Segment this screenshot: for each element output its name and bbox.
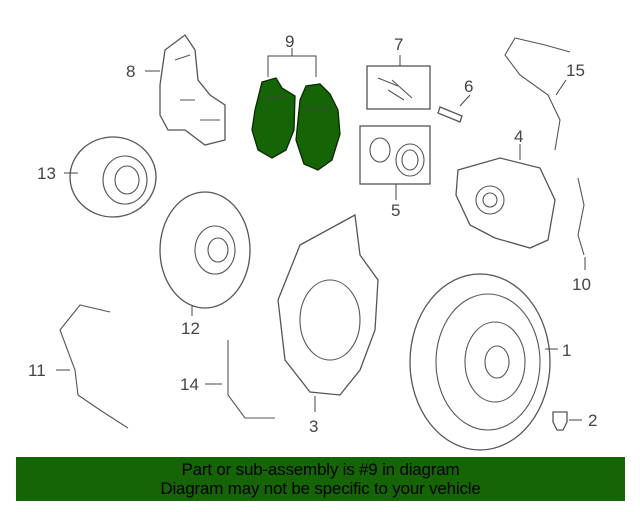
banner-line-1: Part or sub-assembly is #9 in diagram — [181, 460, 460, 479]
callout-8: 8 — [126, 62, 135, 81]
callout-3: 3 — [309, 417, 318, 436]
callout-10: 10 — [572, 275, 591, 294]
wheel-hub-part-12[interactable] — [159, 191, 251, 309]
callout-6: 6 — [464, 77, 473, 96]
callout-5: 5 — [391, 201, 400, 220]
guide-pin-kit-part-7[interactable] — [366, 65, 431, 110]
callout-4: 4 — [514, 127, 523, 146]
callout-12: 12 — [181, 319, 200, 338]
bolt-part-2[interactable] — [552, 411, 568, 431]
wear-sensor-part-11[interactable] — [59, 304, 129, 429]
clip-part-10[interactable] — [577, 177, 585, 256]
dust-shield-part-3[interactable] — [277, 213, 379, 396]
caliper-bracket-part-8[interactable] — [159, 34, 226, 146]
callout-1: 1 — [562, 341, 571, 360]
speed-sensor-part-14[interactable] — [227, 340, 275, 419]
brake-pads-part-9[interactable] — [251, 48, 341, 171]
callout-13: 13 — [37, 164, 56, 183]
wheel-bearing-part-13[interactable] — [69, 136, 157, 218]
caliper-part-4[interactable] — [455, 157, 556, 249]
callout-14: 14 — [180, 375, 199, 394]
bolt-part-6[interactable] — [437, 106, 463, 123]
banner-line-2: Diagram may not be specific to your vehi… — [160, 479, 481, 498]
callout-9: 9 — [285, 32, 294, 51]
seal-kit-part-5[interactable] — [359, 125, 431, 185]
callout-15: 15 — [566, 61, 585, 80]
callout-2: 2 — [588, 411, 597, 430]
brake-rotor-part-1[interactable] — [409, 273, 551, 451]
wear-sensor-part-15[interactable] — [504, 37, 571, 151]
callout-7: 7 — [394, 35, 403, 54]
diagram-notice-banner: Part or sub-assembly is #9 in diagram Di… — [16, 457, 625, 501]
callout-11: 11 — [28, 361, 46, 380]
